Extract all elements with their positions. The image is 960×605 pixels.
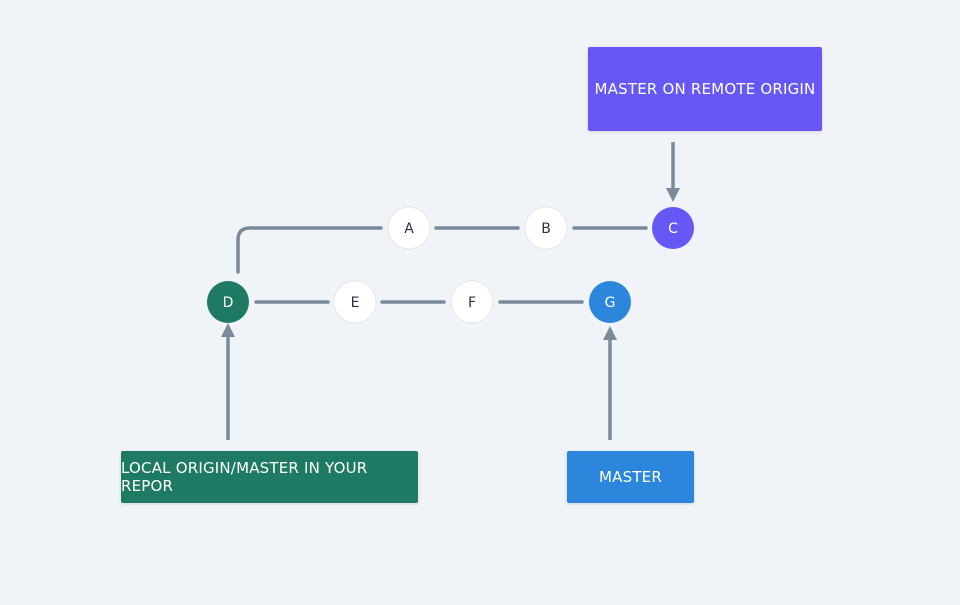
commit-e[interactable]: E	[333, 280, 377, 324]
local-origin-master-text: LOCAL ORIGIN/MASTER IN YOUR REPOR	[121, 459, 368, 495]
commit-label-b: B	[541, 221, 551, 237]
master-label[interactable]: MASTER	[567, 451, 694, 503]
commit-d[interactable]: D	[207, 281, 249, 323]
commit-f[interactable]: F	[450, 280, 494, 324]
commit-label-g: G	[605, 295, 616, 311]
local-origin-master-label[interactable]: LOCAL ORIGIN/MASTER IN YOUR REPOR	[121, 451, 418, 503]
commit-label-d: D	[223, 295, 234, 311]
commit-label-e: E	[351, 295, 360, 311]
edge-d-to-a	[236, 226, 383, 274]
commit-label-c: C	[668, 221, 678, 237]
commit-g[interactable]: G	[589, 281, 631, 323]
commit-label-f: F	[468, 295, 476, 311]
master-text: MASTER	[599, 468, 662, 486]
commit-b[interactable]: B	[524, 206, 568, 250]
remote-master-text: MASTER ON REMOTE ORIGIN	[594, 80, 816, 98]
commit-label-a: A	[404, 221, 414, 237]
commit-c[interactable]: C	[652, 207, 694, 249]
remote-master-label[interactable]: MASTER ON REMOTE ORIGIN	[588, 47, 822, 131]
commit-a[interactable]: A	[387, 206, 431, 250]
